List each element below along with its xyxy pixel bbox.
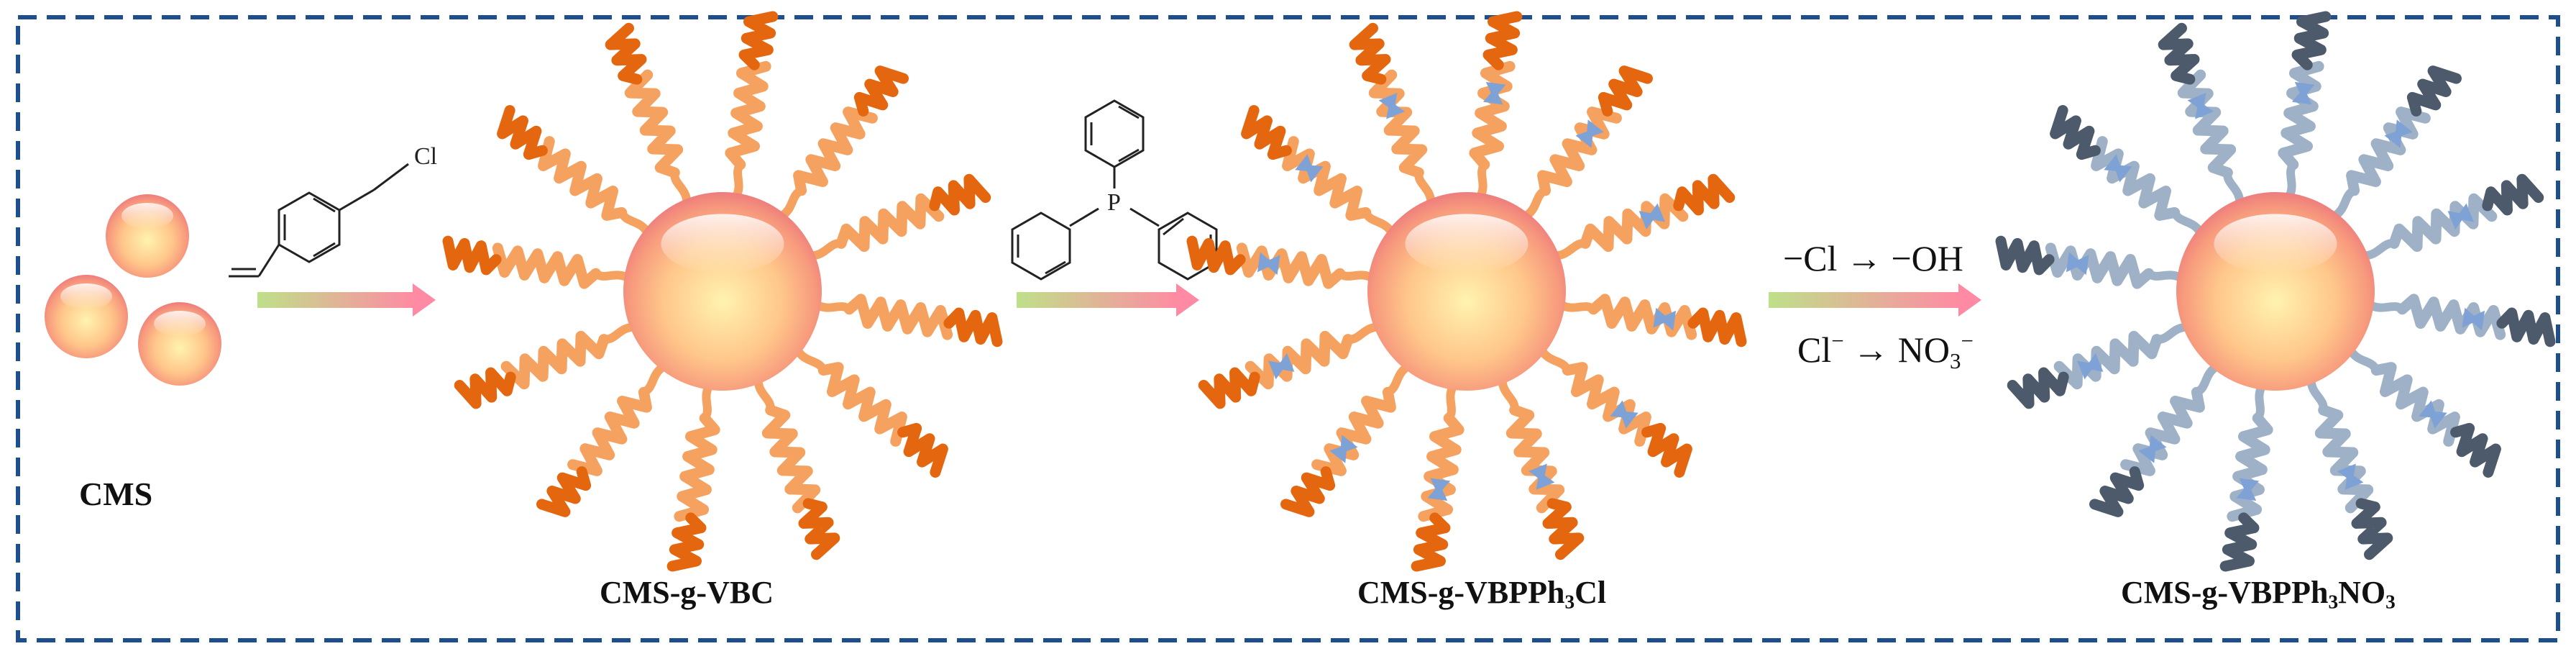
dashed-frame	[16, 15, 2560, 642]
phosphonium-triangle	[1619, 411, 1638, 429]
polymer-chain	[1411, 381, 1465, 572]
polymer-chain	[1498, 375, 1585, 560]
polymer-chain	[753, 375, 840, 560]
polymer-chain	[2346, 345, 2501, 478]
polymer-chain	[1556, 294, 1747, 347]
brush-particle-vbpph3cl	[1186, 11, 1747, 572]
reaction-arrow-3	[1769, 283, 1981, 317]
cms-spheres	[45, 194, 221, 386]
polymer-chain	[536, 362, 669, 517]
vbc-structure	[229, 163, 409, 278]
phosphonium-triangle	[1295, 154, 1314, 172]
polymer-chain	[1349, 22, 1436, 208]
polymer-chain	[1995, 235, 2186, 289]
polymer-chain	[725, 11, 779, 202]
phosphonium-triangle	[2294, 81, 2315, 99]
label-vbpph3cl-sub: 3	[1564, 591, 1575, 613]
polymer-chain	[2007, 322, 2192, 409]
brush-particle-vbc	[442, 11, 1003, 572]
polymer-chain	[1280, 362, 1413, 517]
phosphonium-triangle	[2395, 119, 2413, 139]
reaction-condition-no3: Cl− → NO3−	[1797, 328, 1974, 374]
phosphonium-triangle	[2467, 310, 2485, 331]
phosphonium-triangle	[1329, 444, 1347, 463]
label-cms-g-vbpph3cl: CMS-g-VBPPh3Cl	[1357, 574, 1606, 614]
phosphonium-triangle	[2455, 203, 2474, 222]
polymer-chain	[2306, 375, 2393, 560]
phosphonium-triangle	[1485, 81, 1506, 99]
polymer-chain	[793, 345, 948, 478]
phosphonium-triangle	[1378, 93, 1398, 112]
phosphonium-triangle	[1257, 252, 1275, 273]
label-vbpph3no3-mid: NO	[2338, 575, 2386, 610]
reaction-arrow-1	[257, 283, 436, 317]
phosphonium-triangle	[2428, 411, 2447, 429]
polymer-chain	[1550, 173, 1736, 260]
label-cms-g-vbpph3no3: CMS-g-VBPPh3NO3	[2121, 574, 2396, 614]
polymer-chain	[1521, 65, 1653, 221]
polymer-chain	[776, 65, 909, 221]
label-vbpph3cl-suffix: Cl	[1575, 575, 1607, 610]
label-vbpph3no3-prefix: CMS-g-VBPPh	[2121, 575, 2329, 610]
polymer-chain	[605, 22, 692, 208]
polymer-chain	[454, 322, 639, 409]
polymer-chain	[2365, 294, 2556, 347]
polymer-chain	[1537, 345, 1692, 478]
polymer-chain	[2278, 11, 2332, 202]
polymer-chain	[497, 105, 652, 237]
polymer-chain	[806, 173, 991, 260]
polymer-chain	[442, 235, 633, 289]
brush-particle-vbpph3no3	[1995, 11, 2556, 572]
polymer-chain	[2329, 65, 2462, 221]
phosphonium-triangle	[2104, 154, 2123, 172]
polymer-chain	[1198, 322, 1383, 409]
phosphonium-triangle	[2077, 360, 2096, 380]
polymer-chain	[812, 294, 1003, 347]
phosphonium-triangle	[1427, 483, 1448, 501]
tpp-p-label: P	[1107, 189, 1121, 216]
phosphonium-triangle	[1646, 203, 1665, 222]
polymer-chain	[2219, 381, 2273, 572]
phosphonium-triangle	[2236, 483, 2257, 501]
rxn-no3-sup1: −	[1831, 328, 1844, 353]
polymer-chain	[2158, 22, 2245, 208]
polymer-chain	[2089, 362, 2222, 517]
phosphonium-triangle	[1659, 310, 1677, 331]
phosphonium-triangle	[2187, 93, 2206, 112]
phosphonium-triangle	[2138, 444, 2156, 463]
label-cms-g-vbc: CMS-g-VBC	[600, 575, 774, 610]
phosphonium-triangle	[1268, 360, 1287, 380]
polymer-chain	[1241, 105, 1396, 237]
rxn-no3-sup2: −	[1961, 328, 1974, 353]
reaction-arrow-2	[1017, 283, 1199, 317]
vbc-cl-label: Cl	[414, 143, 437, 170]
phosphonium-triangle	[2344, 471, 2364, 490]
label-vbpph3no3-sub2: 3	[2385, 591, 2396, 613]
label-vbpph3no3-sub1: 3	[2328, 591, 2339, 613]
polymer-chain	[2359, 173, 2544, 260]
reaction-condition-oh: −Cl → −OH	[1783, 238, 1963, 278]
polymer-chain	[666, 381, 720, 572]
rxn-no3-arrow: → NO	[1843, 330, 1950, 371]
phosphonium-triangle	[1536, 471, 1555, 490]
polymer-chain	[2050, 105, 2205, 237]
rxn-no3-sub: 3	[1949, 347, 1961, 373]
label-cms: CMS	[79, 476, 153, 512]
rxn-no3-prefix: Cl	[1797, 330, 1832, 371]
phosphonium-triangle	[1586, 119, 1604, 139]
phosphonium-triangle	[2066, 252, 2084, 273]
label-vbpph3cl-prefix: CMS-g-VBPPh	[1357, 575, 1565, 610]
polymer-chain	[1469, 11, 1523, 202]
